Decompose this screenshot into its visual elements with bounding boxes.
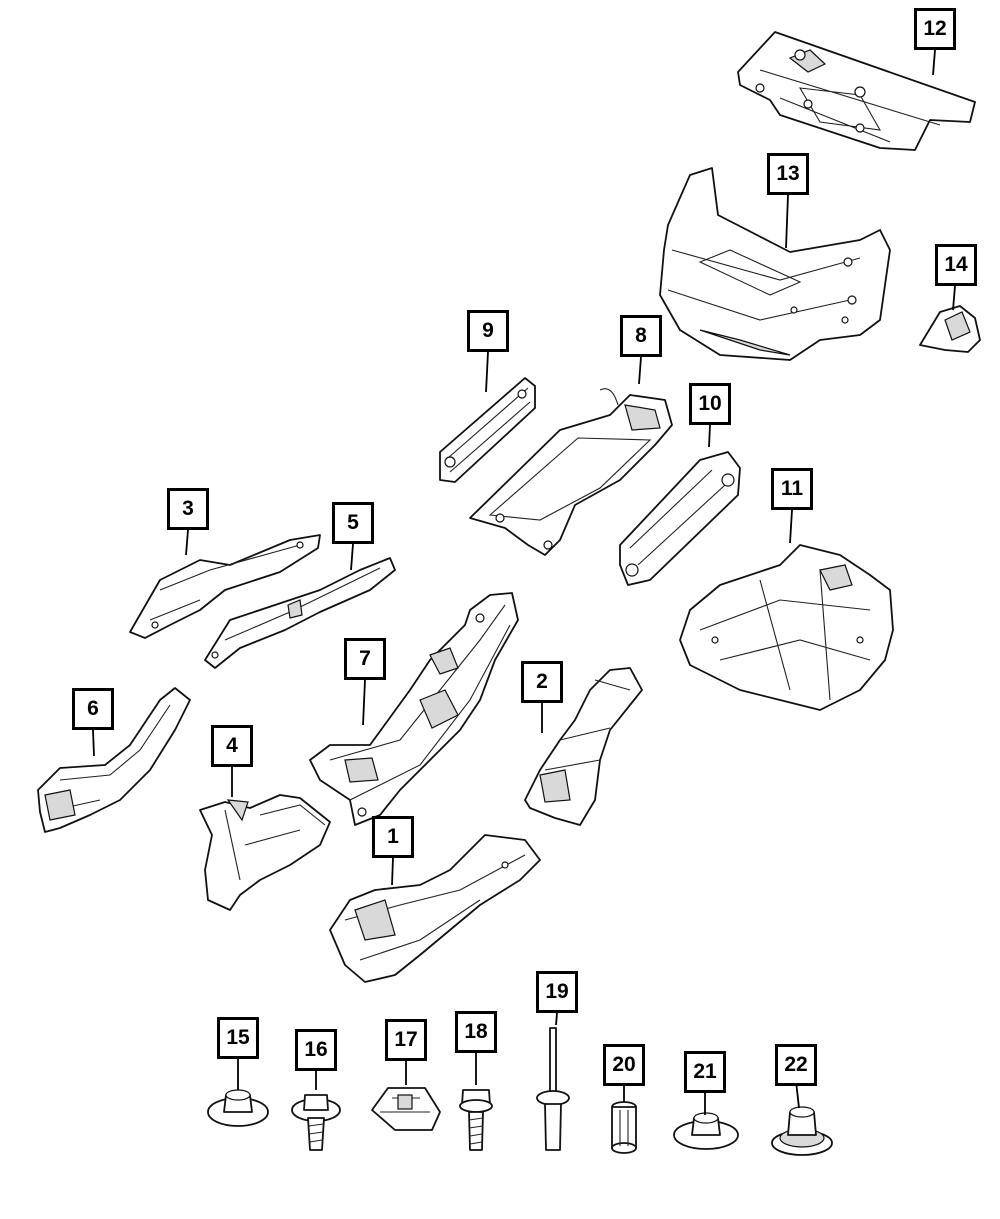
callout-5: 5 (332, 502, 374, 544)
part-15-flange-nut (207, 1089, 269, 1127)
part-17-clip-nut (371, 1087, 441, 1131)
callout-10: 10 (689, 383, 731, 425)
part-11-underbody-shield (679, 544, 894, 711)
part-16-bolt (291, 1094, 341, 1151)
callout-7: 7 (344, 638, 386, 680)
callout-8: 8 (620, 315, 662, 357)
part-2-shield (524, 667, 643, 826)
part-8-tunnel-shield (469, 388, 673, 556)
callout-4: 4 (211, 725, 253, 767)
callout-21: 21 (684, 1051, 726, 1093)
callout-12: 12 (914, 8, 956, 50)
part-19-rivet (536, 1027, 570, 1151)
leader-12 (932, 49, 936, 76)
part-7-floor-shield (309, 592, 519, 826)
leader-8 (638, 356, 642, 385)
part-13-muffler-shield (659, 167, 891, 361)
callout-19: 19 (536, 971, 578, 1013)
leader-5 (350, 543, 354, 571)
callout-6: 6 (72, 688, 114, 730)
leader-11 (789, 509, 793, 544)
part-4-shield (199, 794, 331, 911)
callout-3: 3 (167, 488, 209, 530)
callout-11: 11 (771, 468, 813, 510)
part-3-shield-bracket (129, 534, 321, 639)
callout-22: 22 (775, 1044, 817, 1086)
callout-17: 17 (385, 1019, 427, 1061)
callout-16: 16 (295, 1029, 337, 1071)
part-21-flange-nut (673, 1112, 739, 1150)
part-5-shield-bracket (204, 557, 396, 669)
part-22-flange-nut (771, 1106, 833, 1156)
leader-9 (485, 351, 489, 393)
leader-6 (92, 729, 95, 757)
callout-15: 15 (217, 1017, 259, 1059)
callout-1: 1 (372, 816, 414, 858)
leader-1 (391, 857, 394, 886)
part-1-shield (329, 834, 541, 983)
leader-10 (708, 424, 711, 448)
part-12-rear-heat-shield (737, 31, 976, 151)
callout-18: 18 (455, 1011, 497, 1053)
part-14-bracket (919, 305, 981, 353)
part-10-heat-shield-panel (619, 451, 741, 586)
leader-19 (555, 1012, 558, 1026)
part-9-heat-shield (439, 377, 536, 483)
callout-9: 9 (467, 310, 509, 352)
part-20-rivet-nut (611, 1101, 637, 1154)
callout-14: 14 (935, 244, 977, 286)
leader-3 (185, 529, 189, 556)
leader-14 (952, 285, 956, 311)
part-18-bolt (459, 1089, 493, 1151)
part-6-front-shield (37, 687, 191, 833)
leader-13 (785, 194, 789, 249)
callout-20: 20 (603, 1044, 645, 1086)
callout-13: 13 (767, 153, 809, 195)
leader-7 (362, 679, 366, 726)
callout-2: 2 (521, 661, 563, 703)
